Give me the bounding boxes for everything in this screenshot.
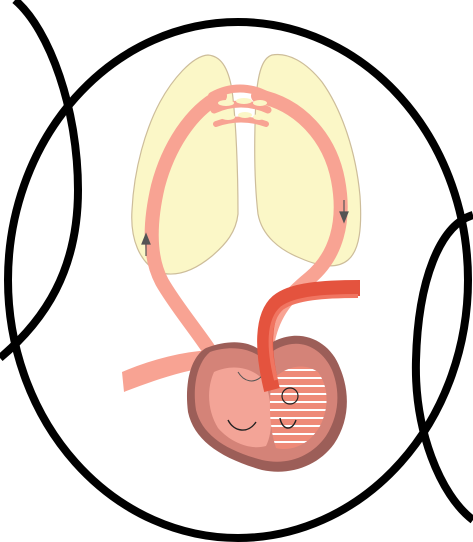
capillary-hole-2 [236,98,252,104]
capillary-hole-3 [253,100,267,106]
capillary-hole-5 [238,112,252,118]
capillary-hole-4 [221,114,235,120]
capillary-hole-1 [218,100,234,106]
capillary-hole-6 [253,114,265,120]
